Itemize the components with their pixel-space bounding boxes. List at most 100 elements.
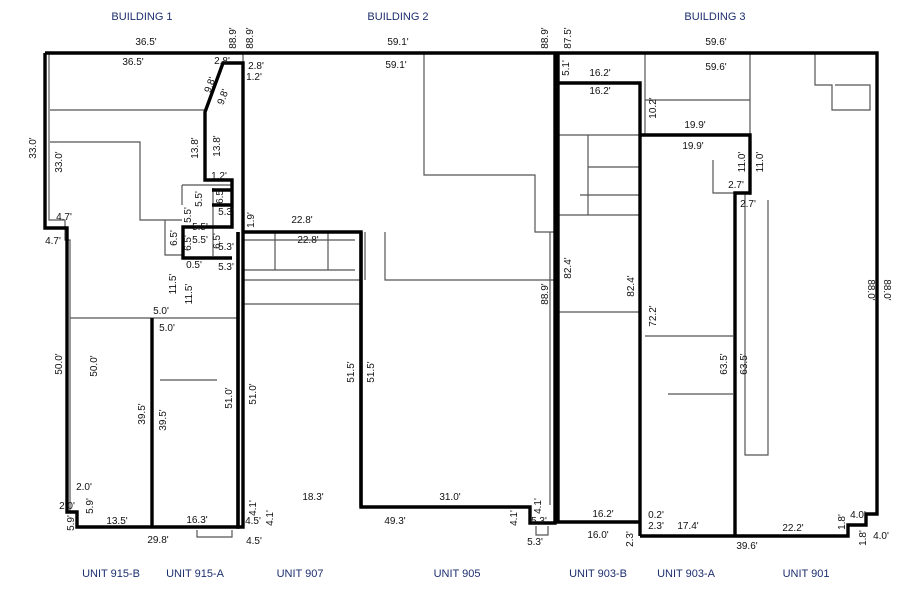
dim-label: 51.5' (346, 361, 357, 382)
dim-label: 16.2' (589, 86, 610, 97)
dim-label: 19.9' (684, 120, 705, 131)
dim-label: 22.8' (297, 235, 318, 246)
dim-label: 22.8' (291, 215, 312, 226)
unit-label-915a: UNIT 915-A (166, 568, 225, 580)
dim-label: 6.5' (212, 233, 223, 249)
dim-label: 13.8' (190, 137, 201, 158)
unit-walls (43, 51, 879, 538)
dim-label: 4.1' (509, 510, 520, 526)
dim-label: 4.5' (245, 516, 261, 527)
dim-label: 18.3' (302, 492, 323, 503)
dim-label: 59.1' (385, 60, 406, 71)
dim-label: 50.0' (54, 353, 65, 374)
dim-label: 2.7' (728, 180, 744, 191)
dim-label: 5.3' (218, 262, 234, 273)
dim-label: 6.5' (215, 188, 226, 204)
dim-label: 2.3' (648, 521, 664, 532)
dim-label: 39.5' (137, 403, 148, 424)
dim-label: 2.7' (740, 199, 756, 210)
dim-label: 9.8' (203, 76, 219, 95)
dim-label: 1.2' (246, 72, 262, 83)
dim-label: 51.0' (248, 383, 259, 404)
dim-label: 10.2' (648, 97, 659, 118)
dim-label: 4.7' (45, 236, 61, 247)
dim-label: 59.6' (705, 62, 726, 73)
dim-label: 5.3' (531, 516, 547, 527)
dim-label: 5.5' (194, 191, 205, 207)
dim-label: 4.1' (248, 500, 259, 516)
dim-label: 2.0' (76, 482, 92, 493)
unit-label-903a: UNIT 903-A (657, 568, 716, 580)
dim-label: 49.3' (384, 516, 405, 527)
dim-label: 16.0' (587, 530, 608, 541)
dim-label: 51.5' (366, 361, 377, 382)
dim-label: 5.9' (85, 498, 96, 514)
dim-label: 1.2' (211, 171, 227, 182)
unit-label-903b: UNIT 903-B (569, 568, 627, 580)
dimension-labels: 36.5' 36.5' 88.9' 88.9' 59.1' 59.1' 88.9… (28, 27, 892, 552)
building-1-label: BUILDING 1 (111, 11, 172, 23)
dim-label: 36.5' (135, 37, 156, 48)
dim-label: 5.1' (561, 60, 572, 76)
dim-label: 5.0' (159, 323, 175, 334)
dim-label: 82.4' (626, 275, 637, 296)
dim-label: 88.9' (228, 27, 239, 48)
dim-label: 63.5' (739, 353, 750, 374)
dim-label: 11.0' (755, 152, 766, 173)
dim-label: 87.5' (563, 27, 574, 48)
dim-label: 16.2' (592, 509, 613, 520)
dim-label: 82.4' (563, 257, 574, 278)
dim-label: 5.9' (66, 515, 77, 531)
dim-label: 5.5' (192, 235, 208, 246)
dim-label: 16.2' (589, 68, 610, 79)
dim-label: 63.5' (719, 353, 730, 374)
dim-label: 2.0' (59, 501, 75, 512)
dim-label: 2.8' (214, 56, 230, 67)
dim-label: 59.6' (705, 37, 726, 48)
dim-label: 22.2' (782, 523, 803, 534)
dim-label: 19.9' (682, 141, 703, 152)
unit-label-901: UNIT 901 (783, 568, 830, 580)
dim-label: 88.9' (540, 283, 551, 304)
dim-label: 39.6' (736, 541, 757, 552)
dim-label: 11.5' (184, 284, 195, 305)
building-2-label: BUILDING 2 (367, 11, 428, 23)
dim-label: 33.0' (54, 151, 65, 172)
dim-label: 88.0' (865, 279, 876, 300)
dim-label: 5.5' (192, 222, 208, 233)
building-3-label: BUILDING 3 (684, 11, 745, 23)
dim-label: 4.5' (246, 536, 262, 547)
dim-label: 5.3' (527, 537, 543, 548)
unit-label-905: UNIT 905 (434, 568, 481, 580)
dim-label: 39.5' (158, 409, 169, 430)
dim-label: 51.0' (224, 387, 235, 408)
dim-label: 13.5' (106, 516, 127, 527)
dim-label: 72.2' (648, 305, 659, 326)
dim-label: 2.8' (248, 61, 264, 72)
dim-label: 6.5' (169, 230, 180, 246)
dim-label: 2.3' (625, 531, 636, 547)
dim-label: 4.1' (533, 498, 544, 514)
dim-label: 4.0' (850, 510, 866, 521)
dim-label: 9.8' (216, 88, 232, 107)
dim-label: 5.3' (218, 207, 234, 218)
dim-label: 88.9' (540, 27, 551, 48)
dim-label: 16.3' (186, 515, 207, 526)
dim-label: 0.2' (648, 510, 664, 521)
dim-label: 11.0' (737, 152, 748, 173)
dim-label: 6.5' (183, 235, 194, 251)
dim-label: 4.7' (56, 212, 72, 223)
dim-label: 5.0' (153, 306, 169, 317)
dim-label: 11.5' (168, 274, 179, 295)
dim-label: 31.0' (439, 492, 460, 503)
dim-label: 50.0' (89, 355, 100, 376)
unit-label-907: UNIT 907 (277, 568, 324, 580)
dim-label: 4.0' (873, 531, 889, 542)
dim-label: 59.1' (387, 37, 408, 48)
dim-label: 1.9' (246, 212, 257, 228)
dim-label: 88.0' (881, 279, 892, 300)
dim-label: 36.5' (122, 57, 143, 68)
dim-label: 29.8' (147, 535, 168, 546)
dim-label: 33.0' (28, 137, 39, 158)
